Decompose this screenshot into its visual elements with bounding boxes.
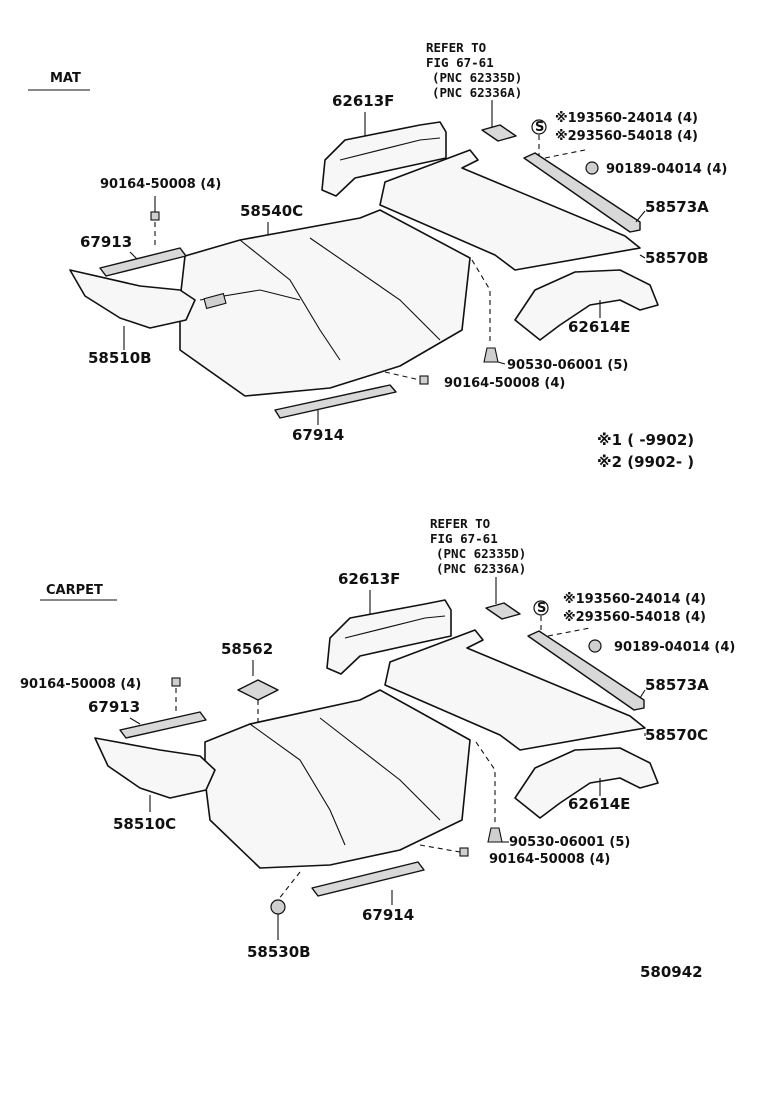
mat-section: MAT REFER TO FIG 67-61 (PNC 62335D) (PNC… — [28, 40, 727, 471]
mat-leader-screw — [538, 135, 586, 159]
carpet-dash-90164-bottom — [419, 844, 461, 853]
mat-label-90189: 90189-04014 (4) — [606, 162, 727, 177]
carpet-dash-90530 — [475, 741, 496, 826]
mat-label-90164-bottom: 90164-50008 (4) — [444, 376, 565, 391]
carpet-s-symbol-icon — [533, 600, 549, 616]
mat-refer-line-1: REFER TO — [426, 40, 486, 55]
mat-label-58573A: 58573A — [645, 198, 709, 216]
mat-part-62613F-edge — [339, 137, 441, 161]
carpet-section: CARPET REFER TO FIG 67-61 (PNC 62335D) (… — [20, 516, 735, 961]
carpet-screw-icon — [171, 677, 181, 687]
carpet-part-main-floor — [204, 689, 471, 869]
mat-leader-90530 — [497, 361, 506, 365]
mat-leader-58573A — [635, 210, 646, 223]
carpet-section-label: CARPET — [46, 583, 103, 598]
mat-part-67913 — [99, 247, 187, 277]
mat-part-62614E — [514, 269, 659, 341]
mat-dash-90530 — [471, 259, 491, 345]
mat-label-58540C: 58540C — [240, 202, 303, 220]
mat-label-90164-top: 90164-50008 (4) — [100, 177, 221, 192]
mat-label-58510B: 58510B — [88, 349, 152, 367]
carpet-part-62613F-edge — [344, 615, 446, 639]
mat-dash-90164-bottom — [384, 371, 421, 381]
mat-part-58573A — [523, 152, 641, 233]
mat-s-symbol-text: S — [535, 120, 544, 135]
carpet-label-90164-bottom: 90164-50008 (4) — [489, 852, 610, 867]
carpet-label-90530: 90530-06001 (5) — [509, 835, 630, 850]
mat-label-67913: 67913 — [80, 233, 132, 251]
mat-label-62613F: 62613F — [332, 92, 394, 110]
carpet-clip-58530B-icon — [270, 899, 286, 915]
mat-part-67914 — [274, 384, 397, 419]
carpet-label-90189: 90189-04014 (4) — [614, 640, 735, 655]
mat-refer-bracket — [481, 124, 517, 142]
carpet-label-193560: ※193560-24014 (4) — [563, 592, 706, 607]
mat-note-2: ※2 (9902- ) — [597, 453, 694, 471]
mat-part-58510B — [69, 269, 196, 329]
mat-part-58540C — [179, 209, 471, 397]
carpet-part-62614E — [514, 747, 659, 819]
carpet-label-58570C: 58570C — [645, 726, 708, 744]
carpet-part-58510C — [94, 737, 216, 799]
carpet-label-58530B: 58530B — [247, 943, 311, 961]
carpet-label-90164-top: 90164-50008 (4) — [20, 677, 141, 692]
carpet-dash-58530B — [277, 871, 301, 901]
carpet-leader-58573A — [639, 689, 646, 699]
mat-clip-icon — [483, 347, 499, 363]
carpet-s-symbol-text: S — [537, 601, 546, 616]
carpet-label-58562: 58562 — [221, 640, 273, 658]
diagram-id: 580942 — [640, 963, 703, 981]
mat-label-58570B: 58570B — [645, 249, 709, 267]
carpet-label-58510C: 58510C — [113, 815, 176, 833]
mat-refer-line-4: (PNC 62336A) — [432, 85, 522, 100]
carpet-refer-bracket — [485, 602, 521, 620]
carpet-label-62613F: 62613F — [338, 570, 400, 588]
mat-s-symbol-icon — [531, 119, 547, 135]
carpet-part-62613F — [326, 599, 452, 675]
mat-section-label: MAT — [50, 71, 81, 86]
carpet-part-main-floor-contour — [249, 717, 441, 846]
carpet-part-58573A — [527, 630, 645, 711]
carpet-refer-line-1: REFER TO — [430, 516, 490, 531]
carpet-refer-line-4: (PNC 62336A) — [436, 561, 526, 576]
mat-label-193560: ※193560-24014 (4) — [555, 111, 698, 126]
mat-leader-58570B — [639, 254, 646, 259]
carpet-part-58570C — [384, 629, 646, 751]
carpet-label-67914: 67914 — [362, 906, 414, 924]
mat-screw-icon — [150, 211, 160, 221]
carpet-part-67914 — [311, 861, 425, 897]
mat-label-90530: 90530-06001 (5) — [507, 358, 628, 373]
carpet-refer-line-2: FIG 67-61 — [430, 531, 498, 546]
carpet-label-62614E: 62614E — [568, 795, 630, 813]
carpet-label-293560: ※293560-54018 (4) — [563, 610, 706, 625]
mat-label-62614E: 62614E — [568, 318, 630, 336]
mat-note-1: ※1 ( -9902) — [597, 431, 694, 449]
carpet-part-58562 — [237, 679, 279, 701]
carpet-screw-bottom-icon — [459, 847, 469, 857]
mat-part-58570B — [379, 149, 641, 271]
mat-part-62613F — [321, 121, 447, 197]
mat-label-67914: 67914 — [292, 426, 344, 444]
carpet-part-67913 — [119, 711, 207, 739]
carpet-nut-icon — [588, 639, 602, 653]
carpet-label-58573A: 58573A — [645, 676, 709, 694]
mat-label-293560: ※293560-54018 (4) — [555, 129, 698, 144]
carpet-refer-line-3: (PNC 62335D) — [436, 546, 526, 561]
mat-screw-bottom-icon — [419, 375, 429, 385]
carpet-leader-screw — [540, 616, 591, 637]
mat-refer-line-3: (PNC 62335D) — [432, 70, 522, 85]
carpet-clip-icon — [487, 827, 503, 843]
mat-nut-icon — [585, 161, 599, 175]
carpet-label-67913: 67913 — [88, 698, 140, 716]
mat-floor-pad — [203, 292, 227, 310]
mat-refer-line-2: FIG 67-61 — [426, 55, 494, 70]
carpet-leader-67913 — [129, 717, 141, 725]
